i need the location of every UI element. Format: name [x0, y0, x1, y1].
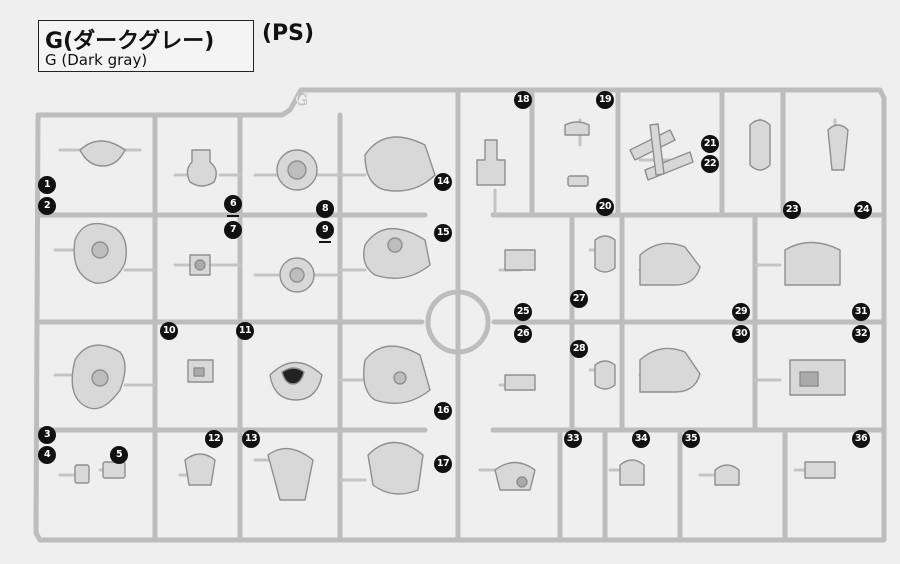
part-number-2: 2 [38, 197, 56, 215]
part-number-14: 14 [434, 173, 452, 191]
part-number-25: 25 [514, 303, 532, 321]
part-number-15: 15 [434, 224, 452, 242]
part-number-32: 32 [852, 325, 870, 343]
part-number-4: 4 [38, 446, 56, 464]
part-number-20: 20 [596, 198, 614, 216]
part-number-19: 19 [596, 91, 614, 109]
part-number-1: 1 [38, 176, 56, 194]
part-number-17: 17 [434, 455, 452, 473]
part-number-30: 30 [732, 325, 750, 343]
part-number-9: 9 [316, 221, 334, 243]
material-code: (PS) [262, 21, 315, 46]
runner-title-box: G(ダークグレー) G (Dark gray) [38, 20, 254, 72]
part-number-13: 13 [242, 430, 260, 448]
part-number-26: 26 [514, 325, 532, 343]
part-number-28: 28 [570, 340, 588, 358]
part-number-7: 7 [224, 221, 242, 239]
part-number-12: 12 [205, 430, 223, 448]
part-number-16: 16 [434, 402, 452, 420]
part-number-29: 29 [732, 303, 750, 321]
part-number-34: 34 [632, 430, 650, 448]
part-number-36: 36 [852, 430, 870, 448]
part-number-35: 35 [682, 430, 700, 448]
part-number-11: 11 [236, 322, 254, 340]
part-number-10: 10 [160, 322, 178, 340]
part-number-18: 18 [514, 91, 532, 109]
part-number-3: 3 [38, 426, 56, 444]
part-number-8: 8 [316, 200, 334, 218]
part-number-6: 6 [224, 195, 242, 217]
part-number-27: 27 [570, 290, 588, 308]
part-number-24: 24 [854, 201, 872, 219]
part-number-5: 5 [110, 446, 128, 464]
runner-title-english: G (Dark gray) [45, 51, 148, 69]
gate-letter: G [295, 90, 308, 109]
part-number-21: 21 [701, 135, 719, 153]
part-number-22: 22 [701, 155, 719, 173]
runner-title-japanese: G(ダークグレー) [45, 29, 215, 54]
part-number-31: 31 [852, 303, 870, 321]
part-number-33: 33 [564, 430, 582, 448]
part-number-23: 23 [783, 201, 801, 219]
